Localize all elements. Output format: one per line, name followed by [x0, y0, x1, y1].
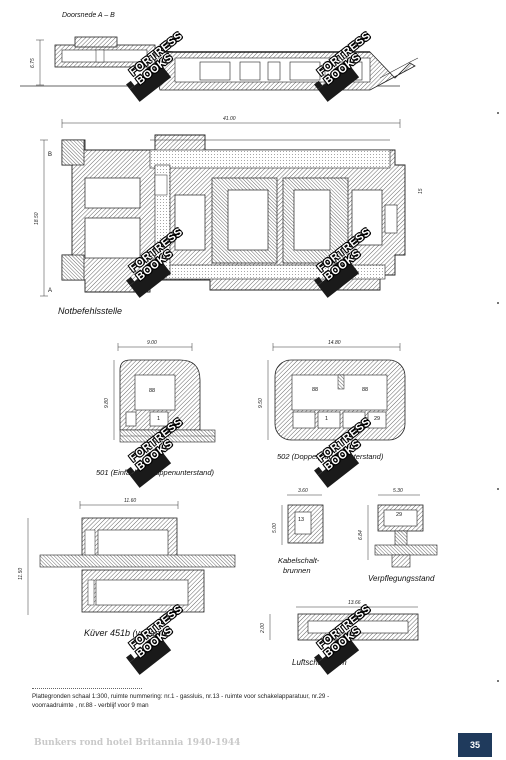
verpflegungsstand: [367, 494, 438, 568]
room-number-88: 88: [362, 387, 369, 393]
label-451b: Küver 451b (variant): [84, 628, 166, 638]
note-line-1: Plattegronden schaal 1:300, ruimte numme…: [32, 693, 330, 700]
room-number-1: 1: [157, 416, 161, 422]
edge-mark: [497, 112, 499, 114]
dim-section-height: 6.75: [30, 58, 36, 68]
dim-luft-height: 2.00: [260, 623, 266, 633]
room-number-88: 88: [149, 388, 156, 394]
fortress-logo-icon: [126, 632, 172, 675]
dim-451b-width: 11.60: [124, 498, 137, 504]
dim-501-width: 9.00: [147, 340, 157, 346]
dim-451b-height: 11.50: [18, 567, 24, 580]
dim-502-width: 14.80: [328, 340, 341, 346]
room-number-1: 1: [325, 416, 329, 422]
bunker-451b: [27, 501, 236, 615]
fortress-logo-icon: [126, 445, 172, 488]
fortress-logo-icon: [314, 445, 360, 488]
edge-mark: [497, 680, 499, 682]
dim-kabel-width: 3.60: [298, 488, 308, 494]
scale-note: Plattegronden schaal 1:300, ruimte numme…: [32, 693, 372, 710]
label-502: 502 (Doppelgruppenunterstand): [277, 452, 384, 461]
dim-main-height: 18.50: [34, 212, 40, 225]
note-line-2: voorraadruimte , nr.88 - verblijf voor 9…: [32, 701, 149, 709]
room-number-29: 29: [396, 512, 403, 518]
section-title: Doorsnede A – B: [62, 12, 115, 19]
fortress-logo-icon: [126, 255, 172, 298]
fortress-logo-icon: [314, 255, 360, 298]
edge-mark: [497, 488, 499, 490]
dim-501-height: 9.80: [104, 398, 110, 408]
label-kabel-line1: Kabelschalt-: [278, 556, 320, 565]
kabelschaltbrunnen: [281, 494, 324, 545]
dim-luft-width: 13.66: [348, 600, 361, 606]
dim-502-height: 9.50: [258, 398, 264, 408]
bunker-502: [267, 343, 406, 441]
plans-drawing: [20, 36, 438, 641]
luftschutzraum: [269, 606, 419, 641]
dim-main-detail: 15: [418, 188, 424, 194]
fortress-logo-icon: [314, 59, 360, 102]
label-verpflegungsstand: Verpflegungsstand: [368, 574, 435, 583]
dim-main-width: 41.00: [223, 116, 236, 122]
dim-verpf-width: 5.30: [393, 488, 403, 494]
page-number: 35: [458, 733, 492, 757]
edge-mark: [497, 302, 499, 304]
main-plan: [40, 119, 406, 297]
marker-a: A: [48, 288, 53, 294]
room-number-13: 13: [298, 517, 305, 523]
label-notbefehlsstelle: Notbefehlsstelle: [58, 306, 123, 316]
footer-book-title: Bunkers rond hotel Britannia 1940-1944: [34, 738, 241, 748]
fortress-logo-icon: [126, 59, 172, 102]
bunker-501: [113, 343, 216, 443]
fortress-logo-icon: [314, 632, 360, 675]
dim-kabel-height: 5.00: [272, 523, 278, 533]
marker-b: B: [48, 152, 53, 158]
label-kabel-line2: brunnen: [283, 566, 311, 575]
note-divider: [32, 688, 142, 689]
room-number-29: 29: [374, 416, 381, 422]
room-number-88: 88: [312, 387, 319, 393]
dim-verpf-height: 6.84: [358, 530, 364, 540]
